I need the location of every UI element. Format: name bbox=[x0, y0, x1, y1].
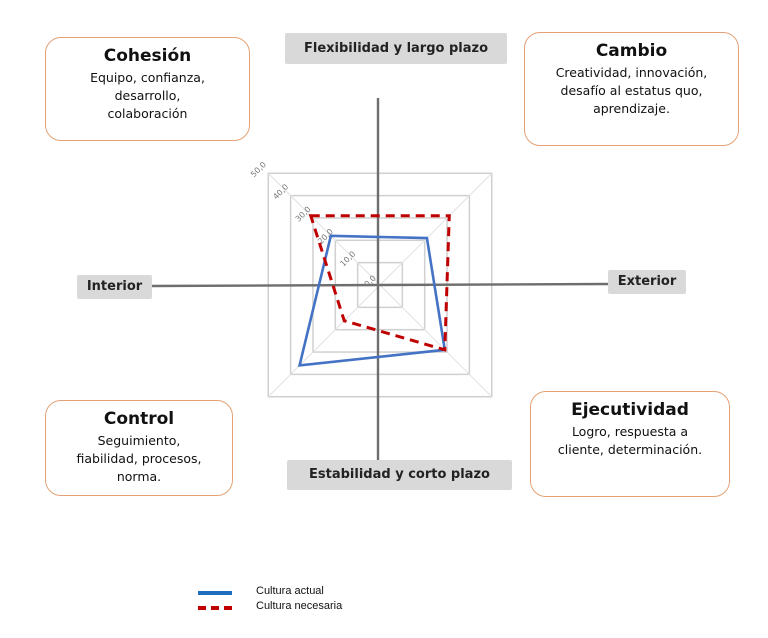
axis-label-top: Flexibilidad y largo plazo bbox=[285, 33, 507, 64]
scale-tick-label: 50,0 bbox=[249, 160, 268, 179]
quadrant-description: Equipo, confianza, desarrollo, colaborac… bbox=[90, 70, 205, 121]
quadrant-title: Cambio bbox=[595, 41, 668, 61]
quadrant-description: Logro, respuesta a cliente, determinació… bbox=[557, 424, 703, 457]
radar-series bbox=[297, 214, 451, 367]
grid-spoke bbox=[379, 172, 493, 286]
quadrant-description: Seguimiento, fiabilidad, procesos, norma… bbox=[76, 433, 202, 484]
radar-axes bbox=[149, 98, 611, 462]
legend-label: Cultura actual bbox=[256, 585, 324, 597]
axis-label-left: Interior bbox=[77, 275, 152, 299]
grid-spoke bbox=[379, 284, 493, 398]
grid-spoke bbox=[267, 284, 381, 398]
quadrant-ejecutividad: Ejecutividad Logro, respuesta a cliente,… bbox=[530, 391, 730, 497]
quadrant-description: Creatividad, innovación, desafío al esta… bbox=[555, 65, 708, 116]
legend-swatch-solid bbox=[198, 591, 232, 595]
scale-tick-label: 0,0 bbox=[363, 274, 378, 289]
legend-swatch-dashed bbox=[198, 606, 232, 610]
quadrant-control: Control Seguimiento, fiabilidad, proceso… bbox=[45, 400, 233, 496]
quadrant-title: Control bbox=[103, 409, 175, 429]
quadrant-cambio: Cambio Creatividad, innovación, desafío … bbox=[524, 32, 739, 146]
quadrant-title: Cohesión bbox=[103, 46, 192, 66]
quadrant-title: Ejecutividad bbox=[571, 400, 689, 420]
axis-label-right: Exterior bbox=[608, 270, 686, 294]
grid-spoke bbox=[267, 172, 381, 286]
axis-label-bottom: Estabilidad y corto plazo bbox=[287, 460, 512, 490]
legend-label: Cultura necesaria bbox=[256, 600, 343, 612]
horizontal-axis-line bbox=[149, 282, 611, 288]
series-cultura-actual bbox=[297, 234, 447, 367]
quadrant-cohesion: Cohesión Equipo, confianza, desarrollo, … bbox=[45, 37, 250, 141]
